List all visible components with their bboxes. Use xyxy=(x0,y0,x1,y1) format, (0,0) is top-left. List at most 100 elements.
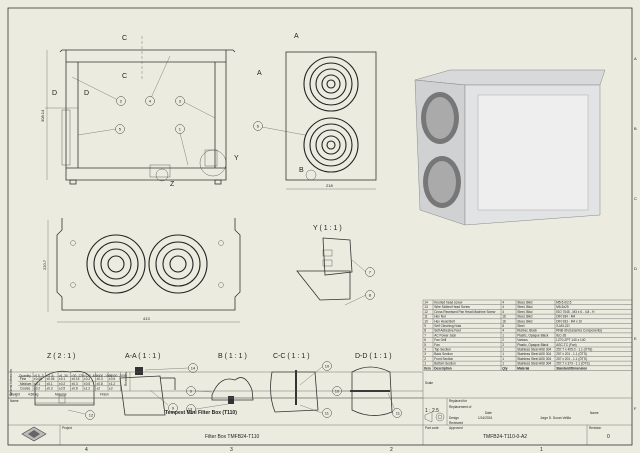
bom-cell: 8 xyxy=(502,324,504,328)
bom-cell: 257.7 x 373 - 1.1 (ÖTS) xyxy=(556,362,589,366)
tolerance-class: Coarse xyxy=(20,386,31,390)
tolerance-range: >30 -120 xyxy=(71,374,84,378)
company-logo xyxy=(21,426,47,442)
detail-b-label: B xyxy=(299,167,304,174)
row-label: F xyxy=(634,406,637,411)
row-label: B xyxy=(634,126,637,131)
bom-cell: 2 xyxy=(424,357,426,361)
name-column-label: Name xyxy=(590,411,599,415)
height-dimension: 220.7 xyxy=(42,259,47,270)
section-title: D-D ( 1 : 1 ) xyxy=(355,353,392,360)
bom-cell: Bottom Section xyxy=(434,362,456,366)
tolerance-value: ±0.8 xyxy=(72,386,78,390)
bom-cell: ASC-TC (Fan) xyxy=(556,343,576,347)
tolerance-weight-label: Weight xyxy=(10,393,20,397)
tolerance-range: >6 -30 xyxy=(59,374,68,378)
row-label: C xyxy=(634,196,637,201)
bottom-view: 220.7 413 xyxy=(42,218,241,323)
section-title: A-A ( 1 : 1 ) xyxy=(125,353,160,360)
detail-title: Z ( 2 : 1 ) xyxy=(47,353,75,360)
bom-cell: Hex Head Bolt xyxy=(434,319,455,323)
bom-cell: Steel, Blkd xyxy=(517,315,532,319)
detail-z: Z ( 2 : 1 ) 12 xyxy=(34,353,95,420)
bom-cell: Steel, Blkd xyxy=(517,319,532,323)
section-c-c: C-C ( 1 : 1 ) 10 11 xyxy=(270,353,332,418)
balloon-label: 10 xyxy=(325,364,330,369)
reviewed-label: Reviewed xyxy=(449,421,463,425)
balloon-label: 13 xyxy=(188,407,193,412)
tolerance-range: >0.5 -3 xyxy=(34,374,44,378)
balloon-label: 12 xyxy=(89,413,94,418)
detail-y: Y ( 1 : 1 ) 7 8 xyxy=(296,225,375,306)
part-code: TMFB24-T110-0-A2 xyxy=(483,434,527,440)
section-a-label: A xyxy=(294,33,299,40)
tolerance-range: >1000 -2000 xyxy=(109,374,127,378)
tolerance-value: ±0.5 xyxy=(84,382,90,386)
balloon-label: 2 xyxy=(120,99,123,104)
col-label: 4 xyxy=(85,447,88,453)
bom-cell: Steel xyxy=(517,324,525,328)
row-label: D xyxy=(634,266,637,271)
detail-y-circle xyxy=(199,149,227,177)
tolerance-value: ±0.3 xyxy=(97,377,103,381)
bom-cell: DIN 934 - M4 xyxy=(556,315,575,319)
col-label: 2 xyxy=(390,447,393,453)
bom-cell: Self Adhesive Feet xyxy=(434,329,461,333)
tolerances-side-label: General tolerances xyxy=(9,369,13,396)
balloon-label: 9 xyxy=(172,406,175,411)
quantity-label: Quantity xyxy=(19,374,31,378)
projection-symbol-icon xyxy=(424,411,445,423)
bom-cell: RNB-39 (Essentra Components) xyxy=(556,329,602,333)
isometric-view xyxy=(414,69,606,226)
revision-label: Revision xyxy=(589,426,601,430)
front-balloons: 2 4 3 5 1 xyxy=(71,55,216,166)
detail-title: Y ( 1 : 1 ) xyxy=(313,225,342,232)
tolerance-class: Medium xyxy=(20,382,32,386)
bom-cell: 4 xyxy=(502,301,504,305)
tolerance-value: ±0.2 xyxy=(34,386,40,390)
bom-cell: Stainless Steel AISI 304 xyxy=(517,352,551,356)
drawing-name: Tempest Mini Filter Box (T110) xyxy=(165,410,237,416)
bom-cell: 16 xyxy=(502,319,506,323)
bom-cell: 257 x 201 - 1.1 (ÖTS) xyxy=(556,357,587,361)
bom-cell: S-M3-2ZI xyxy=(556,324,569,328)
balloon-label: 4 xyxy=(149,99,152,104)
section-d-d: D-D ( 1 : 1 ) 10 11 xyxy=(332,353,402,418)
fan-grill-icon xyxy=(86,234,146,294)
bom-cell: AC Power Jack xyxy=(434,333,456,337)
tolerance-value: ±0.5 xyxy=(59,386,65,390)
tolerance-value: ±0.1 xyxy=(34,382,40,386)
bom-cell: DIN 933 - M4 x 10 xyxy=(556,319,582,323)
bom-cell: Fan xyxy=(434,343,440,347)
balloon-label: 11 xyxy=(325,411,330,416)
section-a-a: A-A ( 1 : 1 ) 14 9 xyxy=(119,353,198,416)
revisions-label: Revisions xyxy=(124,372,128,386)
bom-header: Standard/Dimension xyxy=(556,366,587,370)
bom-cell: 2 xyxy=(502,343,504,347)
bom-cell: 4 xyxy=(502,329,504,333)
bom-cell: Wire Slotted Head Screw xyxy=(434,305,470,309)
bom-cell: Front Section xyxy=(434,357,453,361)
frame-row-labels: A B C D E F xyxy=(634,56,637,411)
bom-header: Item xyxy=(424,366,431,370)
scale-label: Scale xyxy=(425,381,433,385)
row-label: E xyxy=(634,336,637,341)
tolerance-value: ±1.2 xyxy=(109,382,115,386)
tolerance-range: >120 -400 xyxy=(84,374,99,378)
height-dimension: 308.14 xyxy=(40,109,45,122)
tolerance-value: ±0.5 xyxy=(109,377,115,381)
bom-cell: 4 xyxy=(502,305,504,309)
width-dimension: 218 xyxy=(326,183,333,188)
tolerance-value: ±0.2 xyxy=(59,382,65,386)
tolerance-value: ±0.2 xyxy=(84,377,90,381)
balloon-label: 14 xyxy=(191,366,196,371)
balloon-label: 11 xyxy=(396,411,401,416)
bom-cell: 11 xyxy=(424,315,428,319)
